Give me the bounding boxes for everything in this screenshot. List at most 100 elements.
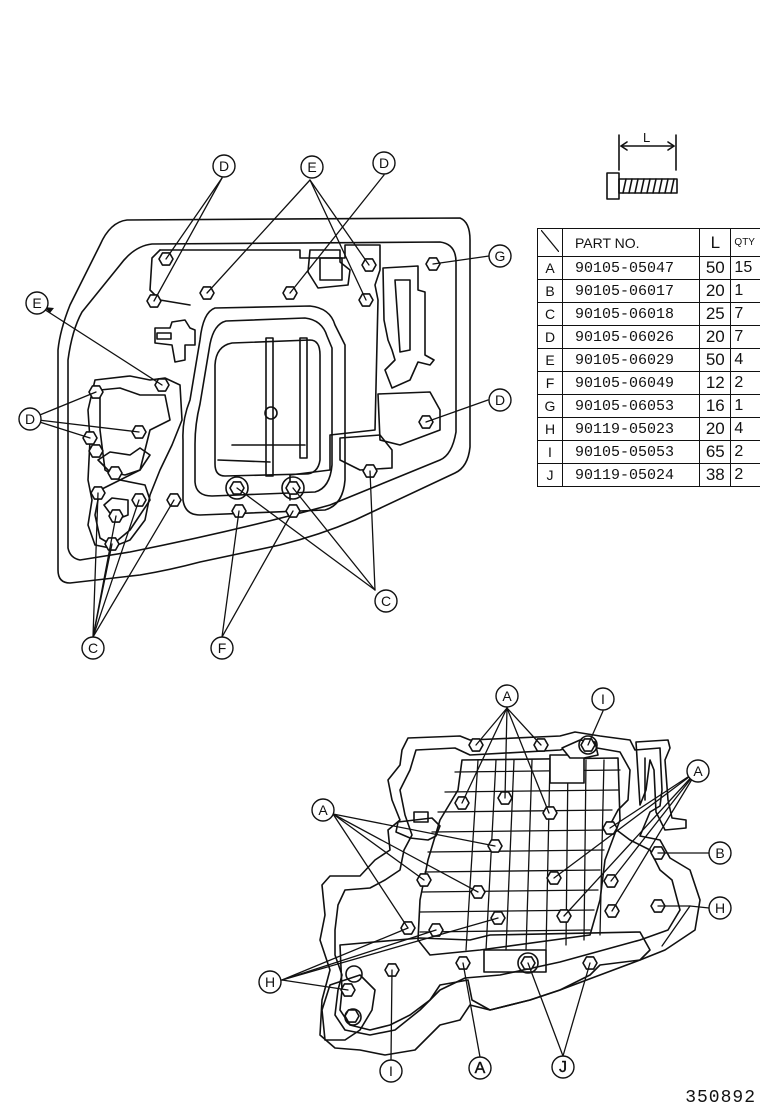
table-header-corner	[537, 228, 563, 257]
callout-j-circle	[551, 1055, 575, 1079]
callout-h-circle	[708, 896, 732, 920]
table-cell-part-no: 90105-05053	[561, 440, 701, 464]
table-cell-length: 12	[699, 371, 732, 395]
table-cell-part-no: 90105-06053	[561, 394, 701, 418]
table-cell-length: 38	[699, 463, 732, 487]
callout-e-label: E	[32, 295, 41, 311]
table-cell-id: J	[537, 463, 563, 487]
callout-b-label: B	[715, 845, 724, 861]
table-cell-part-no: 90119-05024	[561, 463, 701, 487]
callout-h-label: H	[715, 900, 725, 916]
table-cell-id: G	[537, 394, 563, 418]
callout-h-label: H	[265, 974, 275, 990]
table-cell-length: 25	[699, 302, 732, 326]
callout-c-circle	[81, 636, 105, 660]
callout-d-circle	[488, 388, 512, 412]
figure-code: 350892	[685, 1088, 756, 1108]
callout-a-circle	[495, 684, 519, 708]
callout-a-circle	[311, 798, 335, 822]
callout-i-label: I	[601, 691, 605, 707]
table-cell-id: F	[537, 371, 563, 395]
callout-c-label: C	[88, 640, 98, 656]
callout-d-label: D	[495, 392, 505, 408]
table-cell-qty: 2	[730, 440, 760, 464]
table-header-row: PART NO. L QTY	[537, 228, 760, 257]
table-cell-id: D	[537, 325, 563, 349]
table-cell-qty: 7	[730, 302, 760, 326]
table-cell-part-no: 90105-06017	[561, 279, 701, 303]
table-cell-length: 20	[699, 325, 732, 349]
table-cell-part-no: 90105-06018	[561, 302, 701, 326]
table-cell-length: 50	[699, 348, 732, 372]
table-header-length: L	[699, 228, 732, 257]
table-cell-qty: 2	[730, 371, 760, 395]
callout-h-circle	[258, 970, 282, 994]
bottom-leader-lines	[281, 707, 710, 1061]
table-cell-id: H	[537, 417, 563, 441]
top-leader-lines	[29, 174, 490, 638]
callout-j-label: J	[559, 1059, 567, 1076]
callout-i-circle	[591, 687, 615, 711]
callout-c-circle	[374, 589, 398, 613]
table-cell-length: 20	[699, 417, 732, 441]
callout-a-label: A	[693, 763, 703, 779]
callout-c-label: C	[381, 593, 391, 609]
diagonal-corner-icon	[540, 229, 560, 253]
lower-valve-body-diagram	[319, 731, 701, 1056]
table-cell-part-no: 90105-05047	[561, 256, 701, 280]
table-cell-id: A	[537, 256, 563, 280]
table-header-part-no: PART NO.	[561, 228, 701, 257]
table-cell-length: 50	[699, 256, 732, 280]
callout-d-label: D	[25, 411, 35, 427]
callout-a-label: A	[502, 688, 512, 704]
table-cell-length: 20	[699, 279, 732, 303]
table-cell-id: E	[537, 348, 563, 372]
upper-valve-body-diagram	[57, 217, 471, 584]
table-cell-qty: 1	[730, 394, 760, 418]
callout-e-circle	[25, 291, 49, 315]
callout-f-label: F	[218, 640, 227, 656]
callout-d-circle	[18, 407, 42, 431]
callout-i-label: I	[389, 1063, 393, 1079]
table-cell-part-no: 90105-06026	[561, 325, 701, 349]
table-header-qty: QTY	[730, 228, 760, 257]
table-cell-length: 65	[699, 440, 732, 464]
bolt-length-label: L	[643, 130, 650, 145]
table-cell-id: B	[537, 279, 563, 303]
table-cell-qty: 4	[730, 417, 760, 441]
table-cell-part-no: 90105-06049	[561, 371, 701, 395]
table-cell-length: 16	[699, 394, 732, 418]
bolt-hex-icon	[340, 738, 666, 1023]
callout-d-label: D	[379, 155, 389, 171]
callout-e-label: E	[307, 159, 316, 175]
callout-a-label: A	[318, 802, 328, 818]
callout-g-label: G	[495, 248, 506, 264]
callout-g-circle	[488, 244, 512, 268]
table-cell-qty: 7	[730, 325, 760, 349]
table-cell-qty: 1	[730, 279, 760, 303]
callout-d-circle	[372, 151, 396, 175]
callout-b-circle	[708, 841, 732, 865]
callout-f-circle	[210, 636, 234, 660]
callout-a-circle	[468, 1056, 492, 1080]
table-cell-qty: 4	[730, 348, 760, 372]
table-cell-qty: 15	[730, 256, 760, 280]
callout-i-circle	[379, 1059, 403, 1083]
callout-d-circle	[212, 154, 236, 178]
table-cell-part-no: 90119-05023	[561, 417, 701, 441]
callout-d-label: D	[219, 158, 229, 174]
table-cell-id: I	[537, 440, 563, 464]
